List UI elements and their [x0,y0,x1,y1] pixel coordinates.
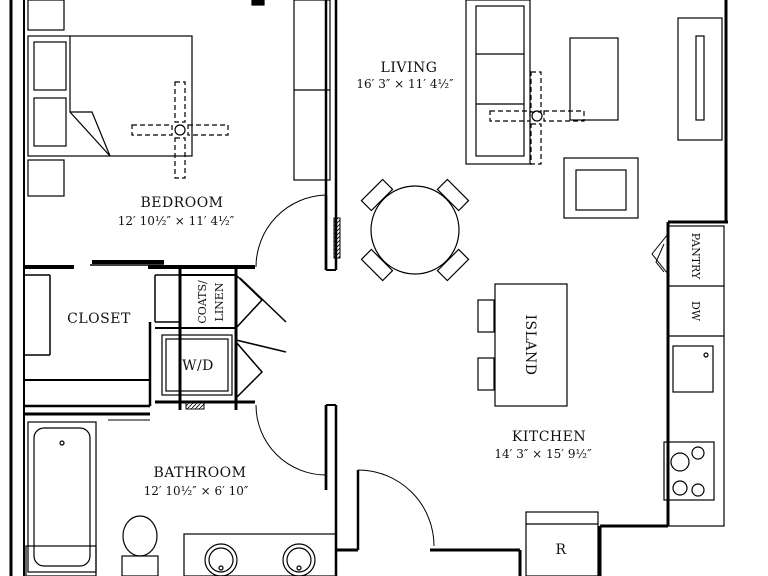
doors [90,194,435,550]
linen-label: LINEN [213,282,226,321]
bathroom-dimensions: 12′ 10½″ × 6′ 10″ [144,484,249,498]
living-label: LIVING [381,60,438,76]
kitchen-label: KITCHEN [512,429,586,445]
island-label: ISLAND [522,314,538,375]
refrigerator-label: R [555,542,566,558]
kitchen-dimensions: 14′ 3″ × 15′ 9½″ [494,447,592,461]
living-dimensions: 16′ 3″ × 11′ 4½″ [356,77,454,91]
living-furniture [465,0,723,219]
pantry-label: PANTRY [689,233,702,280]
dishwasher-label: DW [689,301,702,322]
coats-label: COATS/ [196,280,209,324]
closet-label: CLOSET [67,311,131,327]
bedroom-furniture [27,0,331,197]
kitchen-fixtures [477,225,725,576]
dining-table [360,178,470,282]
bathroom-label: BATHROOM [153,465,246,481]
washer-dryer-label: W/D [182,358,214,374]
laundry-bath-fixtures [25,334,337,576]
ceiling-fan-living [489,71,585,165]
ceiling-fan-bedroom [131,81,229,179]
bedroom-dimensions: 12′ 10½″ × 11′ 4½″ [118,214,235,228]
bedroom-label: BEDROOM [140,195,223,211]
